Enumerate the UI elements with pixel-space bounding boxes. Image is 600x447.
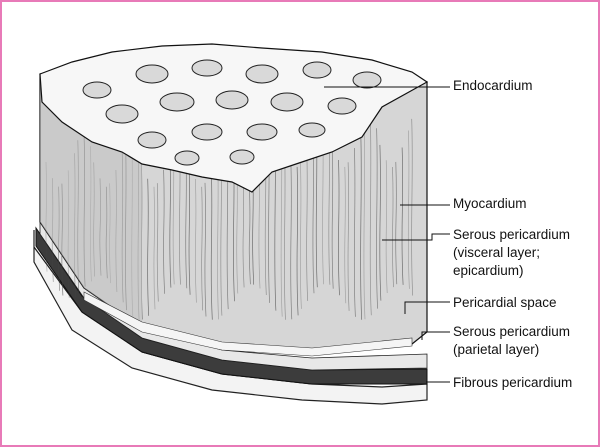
label-fibrous-pericardium: Fibrous pericardium <box>453 375 573 390</box>
label-serous-parietal-line2: (parietal layer) <box>453 342 540 357</box>
label-endocardium: Endocardium <box>453 78 533 93</box>
label-serous-visceral-line1: Serous pericardium <box>453 227 571 242</box>
label-serous-parietal-line1: Serous pericardium <box>453 324 571 339</box>
label-pericardial-space: Pericardial space <box>453 295 557 310</box>
label-myocardium: Myocardium <box>453 196 527 211</box>
trabeculae-openings <box>82 59 382 166</box>
endocardium-surface <box>39 43 429 193</box>
label-serous-visceral-line3: epicardium) <box>453 263 524 278</box>
label-serous-visceral-line2: (visceral layer; <box>453 245 541 260</box>
leader-lines <box>324 86 450 383</box>
